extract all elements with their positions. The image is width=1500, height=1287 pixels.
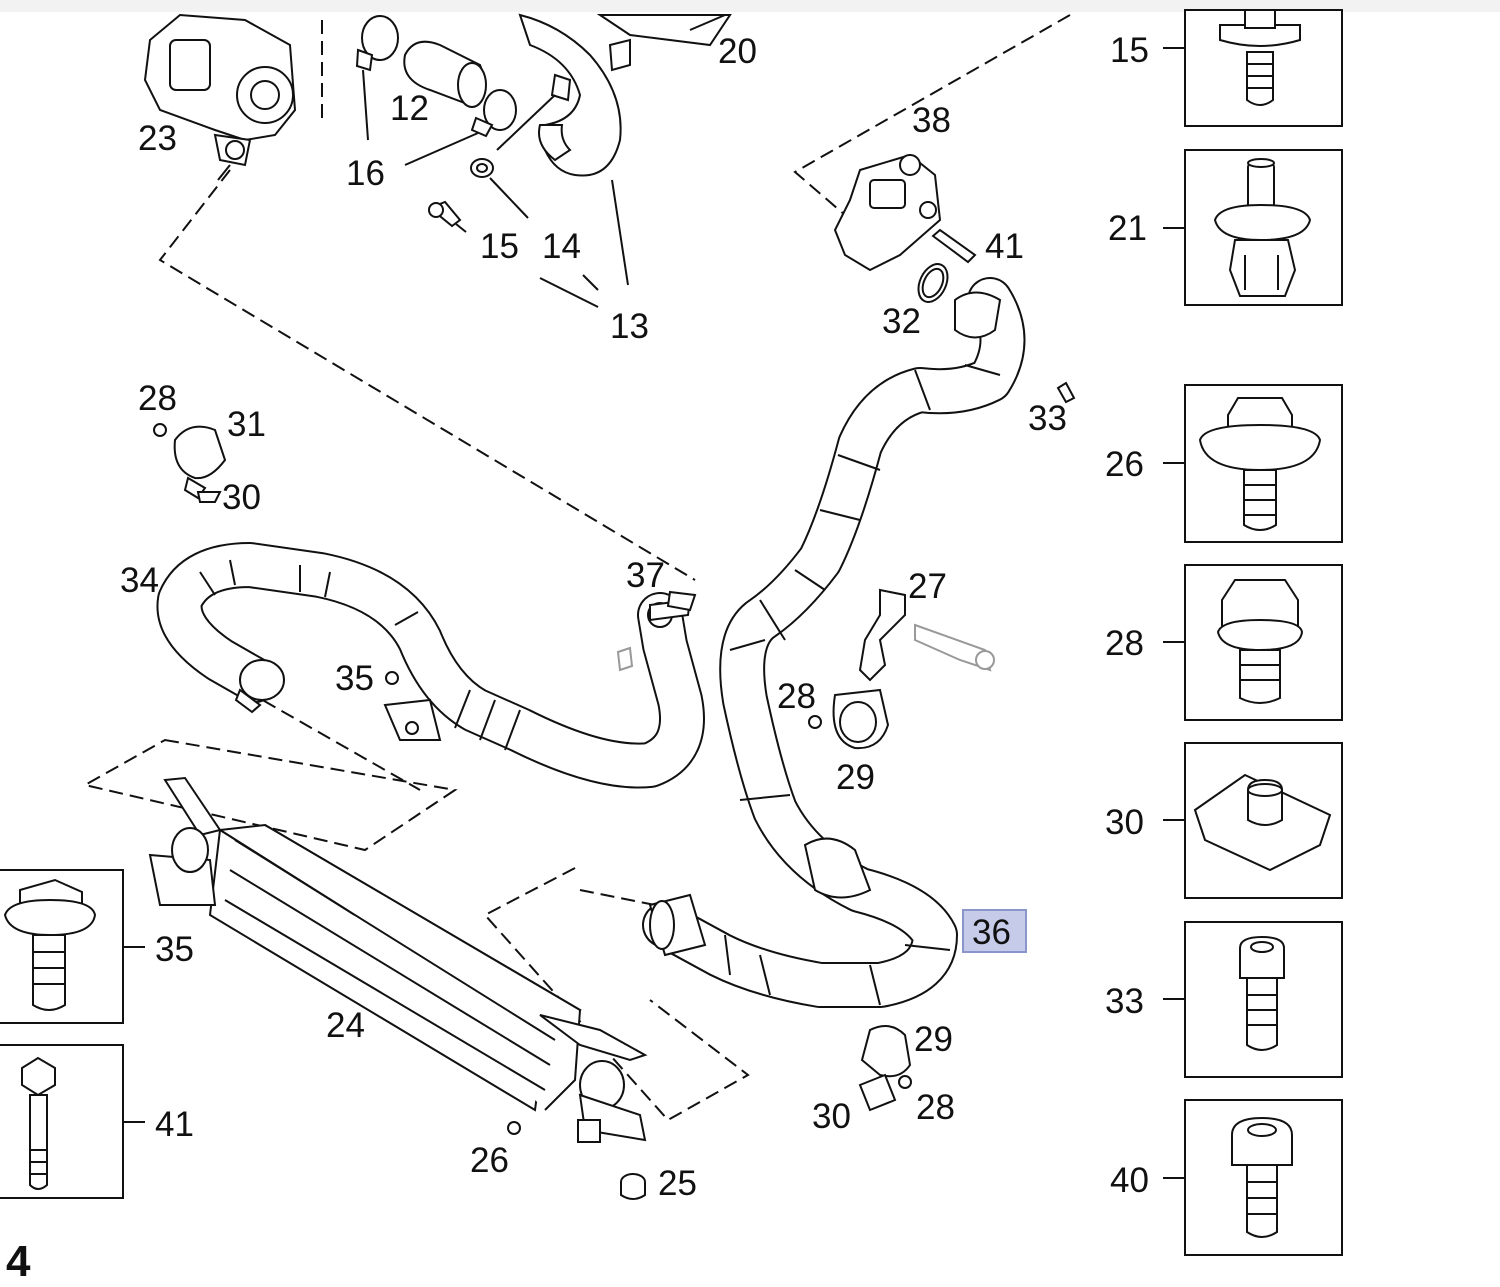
label-20: 20 xyxy=(718,32,757,71)
label-32: 32 xyxy=(882,302,921,341)
page-marker: 4 xyxy=(6,1237,31,1286)
label-28-top: 28 xyxy=(138,379,177,418)
label-15: 15 xyxy=(480,227,519,266)
part-number-labels: 20 12 23 16 15 14 13 38 41 32 33 28 31 3… xyxy=(120,32,1067,1203)
flange-screw-icon xyxy=(1219,9,1301,106)
label-34: 34 xyxy=(120,561,159,600)
label-29-low: 29 xyxy=(914,1020,953,1059)
hose-clamp-part-16 xyxy=(355,15,517,166)
fastener-number: 28 xyxy=(1105,624,1144,663)
label-28-low: 28 xyxy=(916,1088,955,1127)
fastener-33: 33 xyxy=(1105,921,1343,1078)
fastener-28: 28 xyxy=(1105,564,1343,721)
fastener-number: 35 xyxy=(155,930,194,969)
push-rivet-icon xyxy=(1213,158,1312,297)
flange-bolt-icon xyxy=(1198,397,1322,531)
fastener-26: 26 xyxy=(1105,384,1343,543)
pipe-part-13 xyxy=(496,13,629,308)
screw-part-33 xyxy=(1056,381,1076,404)
bolt-part-35-installed xyxy=(385,671,399,685)
fastener-box xyxy=(0,1044,124,1199)
label-30-low: 30 xyxy=(812,1097,851,1136)
hex-bolt-icon xyxy=(1216,579,1304,704)
o-ring-part-32 xyxy=(917,263,949,303)
label-31: 31 xyxy=(227,405,266,444)
fastener-30: 30 xyxy=(1105,742,1343,899)
label-33: 33 xyxy=(1028,399,1067,438)
label-29-mid: 29 xyxy=(836,758,875,797)
bracket-part-27 xyxy=(858,588,995,682)
charge-air-hose-part-36 xyxy=(642,277,1026,1008)
torx-screw-icon xyxy=(1231,1116,1293,1238)
grey-bolt xyxy=(616,646,634,672)
fastener-15: 15 xyxy=(1110,9,1343,127)
small-bolt-part-15 xyxy=(428,200,467,233)
fastener-21: 21 xyxy=(1108,149,1343,306)
p-clamp-part-31 xyxy=(153,423,227,503)
fastener-number: 30 xyxy=(1105,803,1144,842)
fastener-41: 41 xyxy=(0,1044,194,1199)
hex-bolt-icon xyxy=(3,878,97,1011)
fastener-number: 41 xyxy=(155,1105,194,1144)
sleeve-part-12 xyxy=(403,40,487,108)
label-41: 41 xyxy=(985,227,1024,266)
fastener-40: 40 xyxy=(1110,1099,1343,1256)
highlight-box xyxy=(962,909,1027,953)
dashed-guide-lines xyxy=(82,14,1071,1122)
label-25: 25 xyxy=(658,1164,697,1203)
gasket-part-37 xyxy=(666,590,697,612)
fastener-number: 15 xyxy=(1110,31,1149,70)
label-14: 14 xyxy=(542,227,581,266)
seal-part-14 xyxy=(470,158,529,219)
fastener-number: 21 xyxy=(1108,209,1147,248)
fastener-35: 35 xyxy=(0,869,194,1024)
label-27: 27 xyxy=(908,567,947,606)
label-24: 24 xyxy=(326,1006,365,1045)
intercooler-part-24 xyxy=(148,776,648,1143)
fastener-panel-right: 15 21 xyxy=(1105,9,1343,1256)
label-35: 35 xyxy=(335,659,374,698)
long-bolt-icon xyxy=(21,1056,56,1190)
label-30-top: 30 xyxy=(222,478,261,517)
label-26: 26 xyxy=(470,1141,509,1180)
label-16: 16 xyxy=(346,154,385,193)
label-28-mid: 28 xyxy=(777,677,816,716)
label-23: 23 xyxy=(138,119,177,158)
fastener-number: 40 xyxy=(1110,1161,1149,1200)
label-38: 38 xyxy=(912,101,951,140)
highlighted-part-36[interactable]: 36 xyxy=(962,909,1027,953)
label-12: 12 xyxy=(390,89,429,128)
label-13: 13 xyxy=(610,307,649,346)
bolt-part-26-installed xyxy=(507,1121,521,1135)
bolt-part-41-installed xyxy=(931,228,977,264)
torx-screw-icon xyxy=(1239,935,1285,1051)
throttle-body-part-38 xyxy=(833,153,942,272)
fastener-panel-left: 35 41 xyxy=(0,869,194,1199)
viewer-top-bar xyxy=(0,0,1500,12)
grommet-part-25 xyxy=(620,1173,646,1200)
charge-air-hose-part-34 xyxy=(156,542,705,789)
clamp-part-29-upper xyxy=(808,688,890,750)
clip-nut-icon xyxy=(1193,773,1332,872)
fastener-number: 33 xyxy=(1105,982,1144,1021)
bracket-part-20 xyxy=(596,14,732,72)
turbocharger-part-23 xyxy=(143,13,297,181)
fastener-number: 26 xyxy=(1105,445,1144,484)
label-36: 36 xyxy=(972,913,1011,952)
label-37: 37 xyxy=(626,556,665,595)
clamp-part-29-lower xyxy=(858,1025,912,1112)
